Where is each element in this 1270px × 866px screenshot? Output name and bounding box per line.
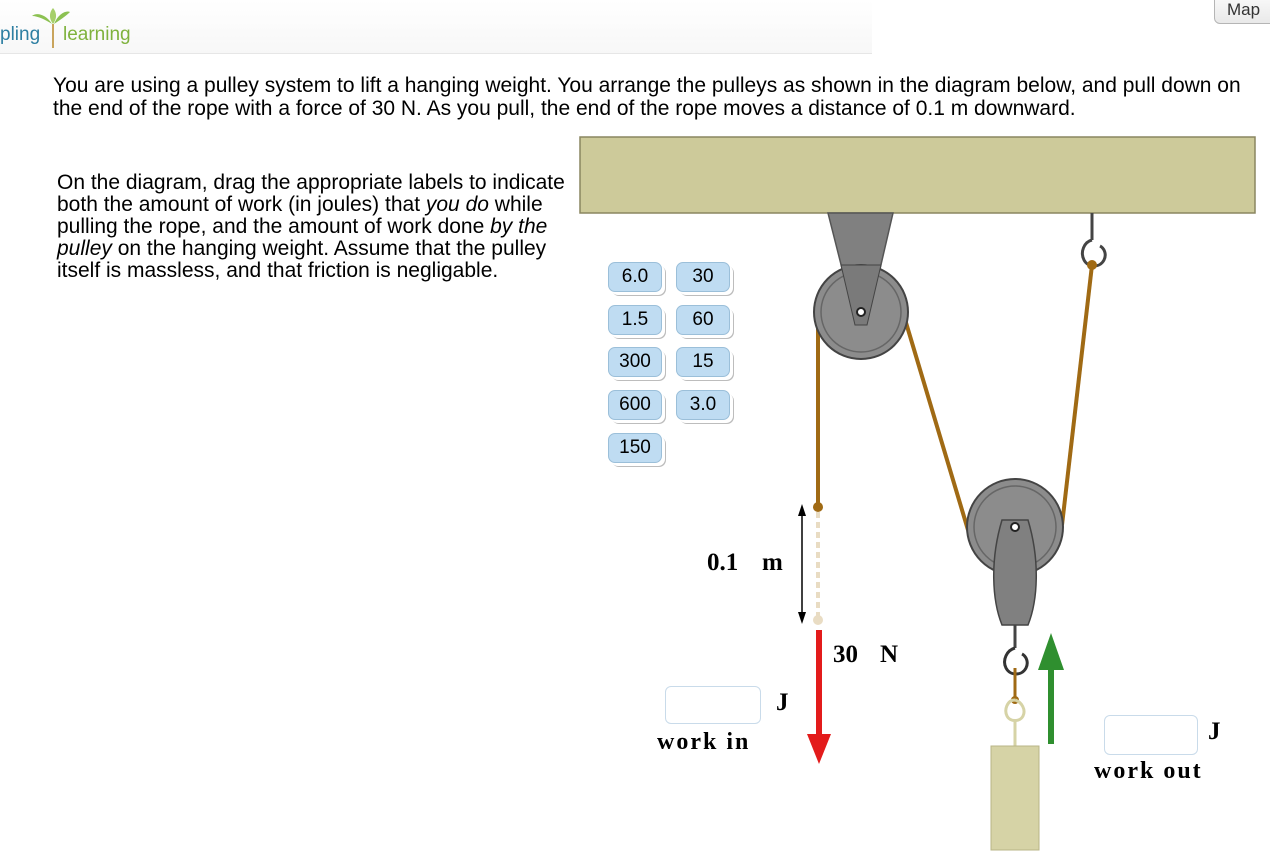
label-chip-600[interactable]: 600 [608,390,662,420]
instructions-part-2: while pulling the rope, and the amount o… [57,193,543,238]
movable-pulley-axle [1010,522,1020,532]
label-chip-60[interactable]: 60 [676,305,730,335]
distance-arrow-head-down [798,612,806,624]
label-chip-6-0[interactable]: 6.0 [608,262,662,292]
rope-anchor-knot [1087,260,1097,270]
work-in-unit: J [776,689,789,716]
instructions-emphasis-you-do: you do [425,193,489,216]
top-bar: pling learning [0,0,872,54]
ceiling-beam [579,136,1256,214]
work-in-drop-target[interactable] [665,686,761,724]
force-arrow-shaft [816,630,822,738]
label-chip-15[interactable]: 15 [676,347,730,377]
work-out-drop-target[interactable] [1104,715,1198,755]
movable-pulley-bracket [993,519,1037,626]
question-text: You are using a pulley system to lift a … [53,74,1241,120]
distance-unit-label: m [762,549,783,576]
map-button[interactable]: Map [1214,0,1270,24]
rope-right-up [1060,264,1094,526]
fixed-pulley-bracket-front [840,264,882,326]
force-arrow-head [807,734,831,764]
rope-end-final-knot [813,615,823,625]
label-chip-3-0[interactable]: 3.0 [676,390,730,420]
work-out-label: work out [1094,758,1203,784]
label-chip-300[interactable]: 300 [608,347,662,377]
label-chip-150[interactable]: 150 [608,433,662,463]
instructions-text: On the diagram, drag the appropriate lab… [57,172,567,282]
label-chip-1-5[interactable]: 1.5 [608,305,662,335]
logo-text-a: pling [0,24,41,45]
label-chip-30[interactable]: 30 [676,262,730,292]
force-value-label: 30 [833,641,858,668]
sapling-logo-icon [32,8,70,48]
lift-arrow-shaft [1048,664,1054,744]
distance-arrow-head-up [798,504,806,516]
instructions-emphasis-by-pulley: by the pulley [57,215,548,260]
instructions-part-3: on the hanging weight. Assume that the p… [57,237,547,282]
instructions-part-1: On the diagram, drag the appropriate lab… [57,171,565,216]
work-in-label: work in [657,729,751,755]
work-out-unit: J [1208,718,1221,745]
logo-text-b: learning [63,24,131,45]
force-unit-label: N [880,641,899,668]
lift-arrow-head [1038,633,1064,670]
hanging-weight [990,745,1040,851]
rope-end-knot [813,502,823,512]
rope-diagonal-down [902,315,970,531]
distance-value-label: 0.1 [707,549,739,576]
fixed-pulley-axle [856,307,866,317]
